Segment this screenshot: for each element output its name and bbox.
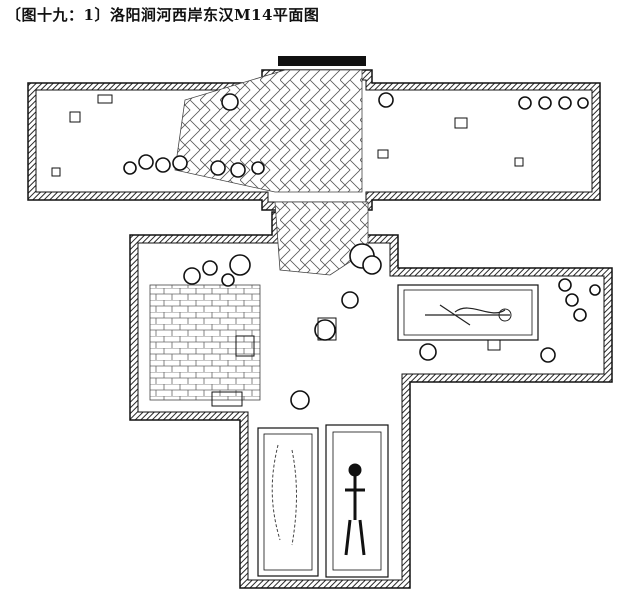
coffin-side-chamber	[397, 284, 539, 341]
skeleton	[344, 463, 366, 556]
coffin-east	[325, 424, 389, 578]
brick-platform	[149, 284, 261, 401]
herringbone-pavement-passage	[274, 201, 369, 276]
figure-caption: 〔图十九：1〕洛阳涧河西岸东汉M14平面图	[6, 6, 320, 24]
coffin-west	[257, 427, 319, 577]
entrance-gap	[278, 56, 366, 66]
pottery-vessels	[123, 92, 601, 410]
scattered-objects	[51, 94, 524, 407]
